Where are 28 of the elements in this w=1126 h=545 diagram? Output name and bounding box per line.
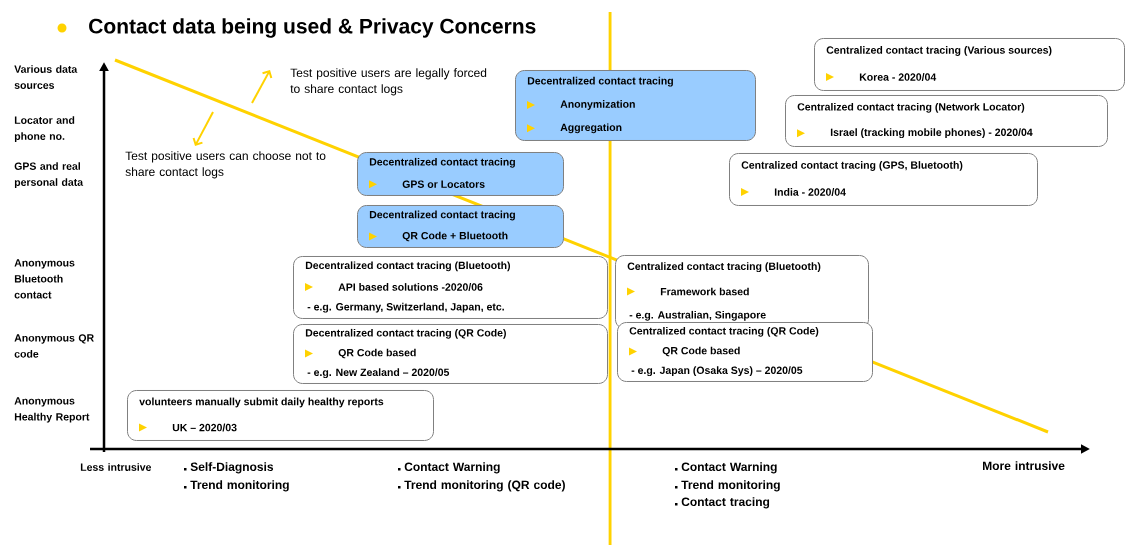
axis-label: Anonymous Bluetooth contact: [14, 259, 75, 299]
axis-label: Less intrusive: [80, 463, 152, 471]
list-item: Trend monitoring (QR code): [398, 480, 565, 492]
list-item: Contact Warning: [675, 462, 777, 474]
list-item: Self-Diagnosis: [184, 462, 274, 474]
axis-label: Various data sources: [14, 65, 78, 89]
axis-label: Locator and phone no.: [14, 116, 75, 142]
info-box: Decentralized contact tracing GPS or Locators: [357, 152, 564, 196]
info-box: Decentralized contact tracing (QR Code) QR Code based - e.g. New Zealand – 2020/05: [293, 324, 608, 384]
info-box: Centralized contact tracing (Various sources) Korea - 2020/04: [814, 38, 1125, 91]
info-box: volunteers manually submit daily healthy reports UK – 2020/03: [127, 390, 434, 441]
info-box: Centralized contact tracing (GPS, Bluetooth) India - 2020/04: [729, 153, 1038, 206]
info-box: Decentralized contact tracing QR Code + Bluetooth: [357, 205, 564, 248]
info-box: Decentralized contact tracing (Bluetooth) API based solutions -2020/06 - e.g. Germany, Switzerland, Japan, etc.: [293, 256, 608, 319]
axis-label: More intrusive: [983, 461, 1065, 470]
list-item: Trend monitoring: [184, 480, 289, 492]
list-item: Contact Warning: [398, 462, 500, 474]
list-item: Trend monitoring: [675, 480, 780, 492]
info-box: Decentralized contact tracing Anonymization Aggregation: [515, 70, 756, 141]
title: Contact data being used & Privacy Concerns: [89, 18, 536, 38]
info-box: Centralized contact tracing (Network Locator) Israel (tracking mobile phones) - 2020/04: [785, 95, 1108, 147]
info-box: Centralized contact tracing (QR Code) QR Code based - e.g. Japan (Osaka Sys) – 2020/05: [617, 322, 873, 382]
note-text: Test positive users are legally forced to share contact logs: [290, 68, 487, 96]
axis-label: GPS and real personal data: [14, 162, 84, 188]
axis-label: Anonymous Healthy Report: [14, 397, 90, 423]
list-item: Contact tracing: [675, 497, 770, 509]
axis-label: Anonymous QR code: [14, 334, 94, 358]
note-text: Test positive users can choose not to share contact logs: [125, 151, 326, 179]
